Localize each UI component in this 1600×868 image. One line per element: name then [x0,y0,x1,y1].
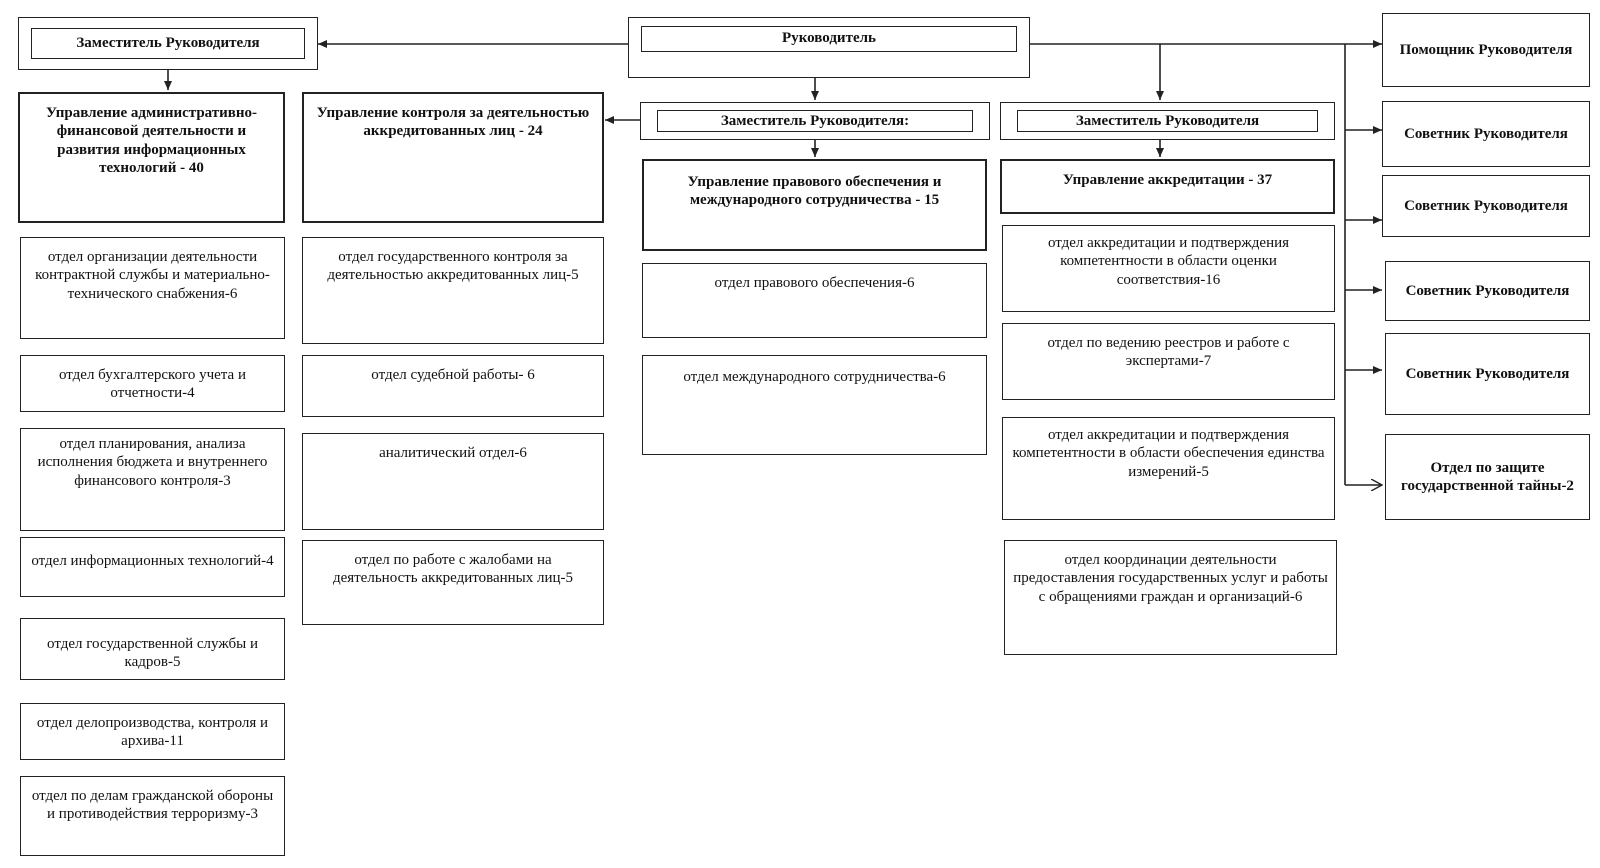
deputy-left-box: Заместитель Руководителя [18,17,318,70]
col1-item-2: отдел бухгалтерского учета и отчетности-… [20,355,285,412]
col1-item-6: отдел делопроизводства, контроля и архив… [20,703,285,760]
col4-item-1: отдел аккредитации и подтверждения компе… [1002,225,1335,312]
col4-item-4: отдел координации деятельности предостав… [1004,540,1337,655]
col1-item-7: отдел по делам гражданской обороны и про… [20,776,285,856]
advisor-box-1: Советник Руководителя [1382,101,1590,167]
col3-item-2: отдел международного сотрудничества-6 [642,355,987,455]
col4-title: Управление аккредитации - 37 [1000,159,1335,214]
col1-item-5: отдел государственной службы и кадров-5 [20,618,285,680]
col3-title: Управление правового обеспечения и между… [642,159,987,251]
col2-item-2: отдел судебной работы- 6 [302,355,604,417]
assistant-box: Помощник Руководителя [1382,13,1590,87]
col3-item-1: отдел правового обеспечения-6 [642,263,987,338]
col1-item-4: отдел информационных технологий-4 [20,537,285,597]
deputy-middle-label: Заместитель Руководителя: [657,110,973,132]
col2-title: Управление контроля за деятельностью акк… [302,92,604,223]
col1-item-1: отдел организации деятельности контрактн… [20,237,285,339]
deputy-right-box: Заместитель Руководителя [1000,102,1335,140]
advisor-box-4: Советник Руководителя [1385,333,1590,415]
col2-item-1: отдел государственного контроля за деяте… [302,237,604,344]
advisor-box-2: Советник Руководителя [1382,175,1590,237]
deputy-left-label: Заместитель Руководителя [31,28,305,59]
col4-item-3: отдел аккредитации и подтверждения компе… [1002,417,1335,520]
col1-title: Управление административно-финансовой де… [18,92,285,223]
col2-item-3: аналитический отдел-6 [302,433,604,530]
head-box: Руководитель [628,17,1030,78]
head-label: Руководитель [641,26,1017,52]
deputy-middle-box: Заместитель Руководителя: [640,102,990,140]
col2-item-4: отдел по работе с жалобами на деятельнос… [302,540,604,625]
deputy-right-label: Заместитель Руководителя [1017,110,1318,132]
secrecy-dept-box: Отдел по защите государственной тайны-2 [1385,434,1590,520]
advisor-box-3: Советник Руководителя [1385,261,1590,321]
col1-item-3: отдел планирования, анализа исполнения б… [20,428,285,531]
col4-item-2: отдел по ведению реестров и работе с экс… [1002,323,1335,400]
